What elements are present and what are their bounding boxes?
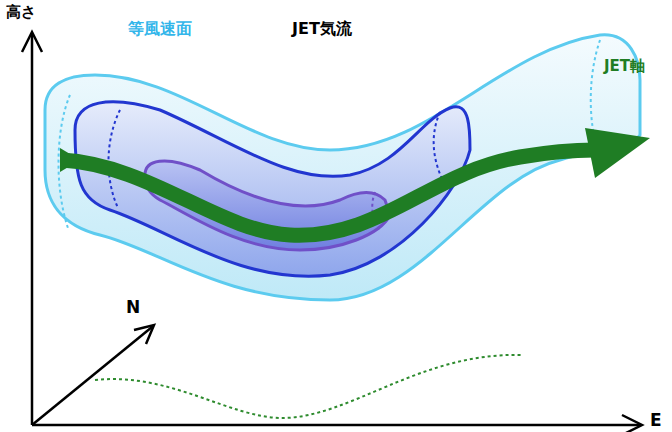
axis-label: JET軸 (604, 58, 645, 75)
isotach-outer (45, 35, 640, 300)
axes (22, 32, 642, 432)
axis-label: N (126, 298, 140, 317)
axis-label: 高さ (6, 4, 36, 21)
stream-label: JET気流 (292, 20, 352, 38)
axis-label: E (650, 411, 662, 430)
isotach-middle (75, 102, 470, 276)
surface-label: 等風速面 (128, 20, 192, 38)
axis-projection (95, 355, 522, 418)
jet-axis-arrow (60, 128, 650, 235)
tube-ends (58, 40, 600, 230)
